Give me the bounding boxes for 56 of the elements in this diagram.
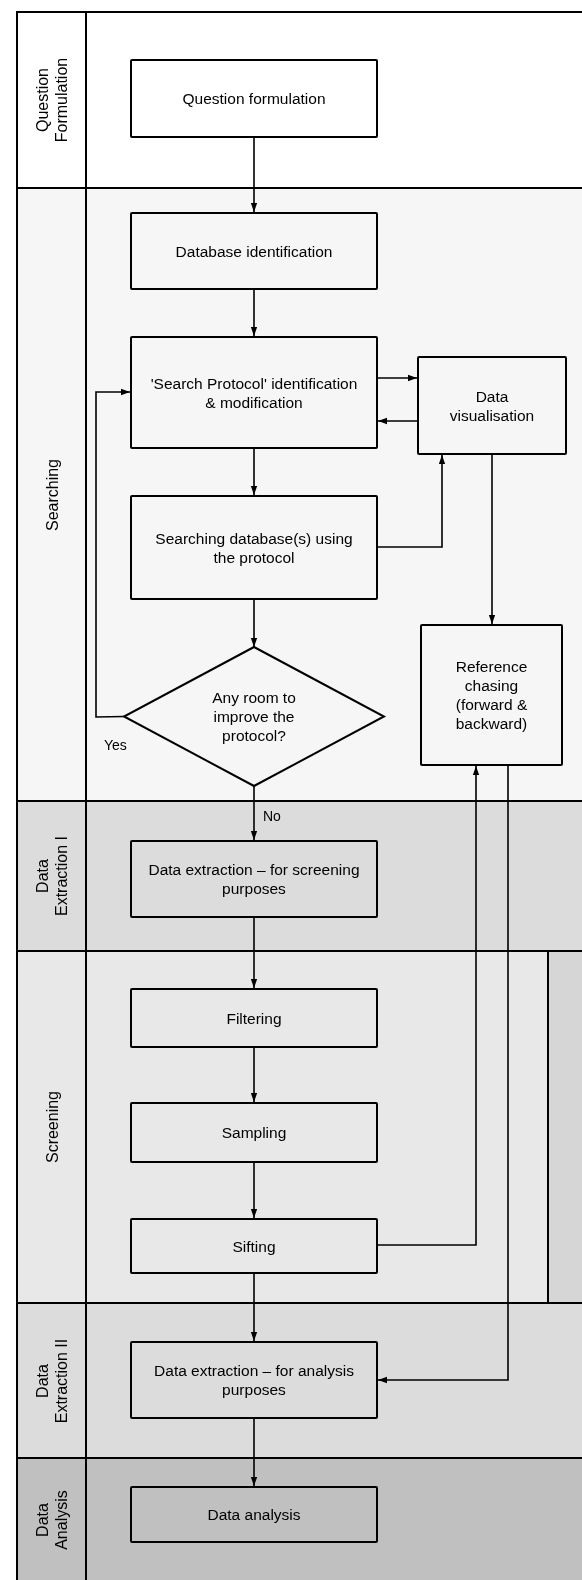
arrow [377, 374, 418, 382]
box-label: Data extraction – for screening purposes [147, 860, 361, 898]
box-label: Sampling [220, 1123, 288, 1142]
edge-label: Yes [103, 737, 128, 753]
arrow [377, 454, 446, 548]
lane-label: Data Analysis [32, 1488, 71, 1552]
box-label: Searching database(s) using the protocol [154, 528, 354, 567]
box-label: Filtering [225, 1008, 283, 1028]
arrow [377, 417, 418, 425]
box-label: 'Search Protocol' identification & modification [149, 373, 359, 412]
swimlane [16, 1302, 582, 1459]
box-label: Sifting [231, 1236, 277, 1256]
box-label: Data extraction – for analysis purposes [153, 1361, 355, 1399]
arrow [488, 454, 496, 625]
lane-label: Question Formulation [32, 56, 71, 145]
process-box [417, 356, 567, 455]
process-box [130, 1486, 378, 1543]
arrow [377, 765, 509, 1384]
process-box [130, 59, 378, 138]
arrow [250, 917, 258, 989]
box-label: Database identification [174, 241, 334, 261]
arrow [250, 1418, 258, 1487]
swimlane [16, 950, 549, 1304]
swimlane [16, 187, 582, 802]
box-label: Question formulation [181, 89, 327, 108]
box-label: Data visualisation [448, 386, 536, 425]
process-box [130, 336, 378, 449]
decision-label: Any room to improve the protocol? [211, 688, 297, 745]
process-box [130, 1102, 378, 1163]
swimlane [16, 11, 582, 189]
process-box [130, 988, 378, 1048]
process-box [130, 495, 378, 600]
arrow [250, 448, 258, 496]
process-box [130, 840, 378, 918]
lane-label: Screening [42, 1090, 61, 1166]
lane-label: Searching [42, 457, 61, 533]
arrow [95, 388, 131, 718]
process-box [420, 624, 563, 766]
arrow [250, 289, 258, 337]
arrow [250, 1162, 258, 1219]
box-label: Data analysis [206, 1505, 302, 1524]
arrow [250, 599, 258, 648]
arrow [250, 785, 258, 841]
lane-label: Data Extraction I [32, 835, 71, 918]
box-label: Reference chasing (forward & backward) [454, 657, 529, 733]
arrow [377, 765, 480, 1246]
process-box [130, 1218, 378, 1274]
process-box [130, 212, 378, 290]
arrow [250, 1273, 258, 1342]
arrow [250, 137, 258, 213]
lane-label: Data Extraction II [32, 1337, 71, 1425]
arrow [250, 1047, 258, 1103]
swimlane [16, 1457, 582, 1580]
swimlane [16, 800, 582, 952]
edge-label: No [262, 808, 282, 824]
process-box [130, 1341, 378, 1419]
